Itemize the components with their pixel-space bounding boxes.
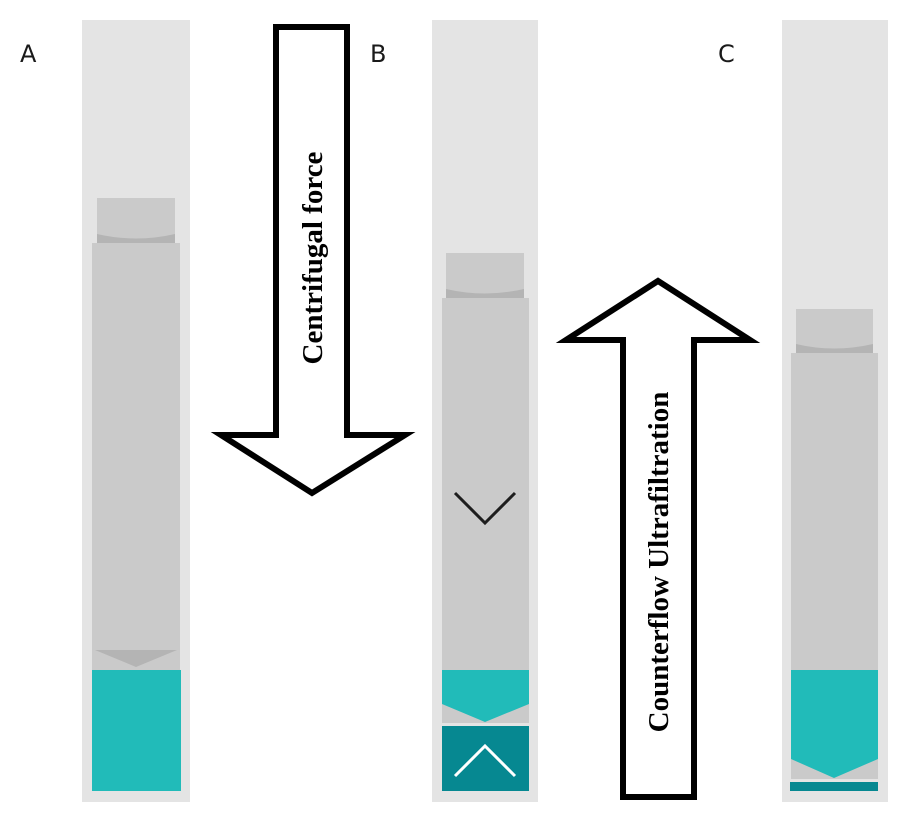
counterflow-ultrafiltration-arrow: Counterflow Ultrafiltration xyxy=(555,277,761,800)
tube-c-cap xyxy=(796,309,873,353)
tube-a-body xyxy=(92,243,180,670)
tube-c-sample xyxy=(791,670,878,778)
tube-b-sample xyxy=(442,670,529,722)
tube-a-sample xyxy=(92,670,181,791)
arrow-down-shape xyxy=(210,24,416,497)
chevron-up-icon xyxy=(453,743,517,778)
tube-b-body xyxy=(442,298,529,723)
tube-c xyxy=(782,20,888,802)
tube-a-cap-band xyxy=(97,234,175,243)
tube-b xyxy=(432,20,538,802)
tube-b-cap-band xyxy=(446,289,524,298)
tube-c-cap-band xyxy=(796,344,873,353)
tube-a xyxy=(82,20,190,802)
arrow-up-shape xyxy=(555,277,761,800)
panel-label-a: A xyxy=(20,40,37,68)
panel-label-c: C xyxy=(718,40,735,68)
centrifugal-force-arrow: Centrifugal force xyxy=(210,24,416,497)
tube-c-filtrate-layer xyxy=(790,782,878,791)
centrifugal-force-label: Centrifugal force xyxy=(297,151,329,364)
chevron-down-icon xyxy=(453,491,517,526)
counterflow-ultrafiltration-label: Counterflow Ultrafiltration xyxy=(643,392,675,733)
tube-a-insert xyxy=(92,198,180,670)
tube-b-cap xyxy=(446,253,524,298)
tube-b-filtrate-chamber xyxy=(442,726,529,791)
tube-a-membrane-v xyxy=(95,650,177,667)
tube-a-cap xyxy=(97,198,175,243)
panel-label-b: B xyxy=(370,40,387,68)
